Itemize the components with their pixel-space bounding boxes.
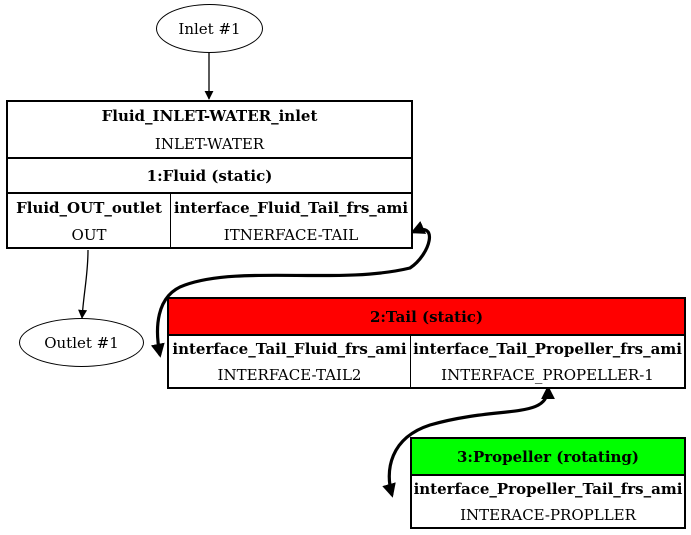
propeller-title: 3:Propeller (rotating)	[412, 439, 684, 474]
fluid-title: 1:Fluid (static)	[8, 157, 411, 192]
fluid-port-tail-name: interface_Fluid_Tail_frs_ami	[173, 198, 409, 217]
inlet-label: Inlet #1	[178, 19, 241, 38]
propeller-node: 3:Propeller (rotating) interface_Propell…	[410, 437, 686, 529]
tail-port-propeller-value: INTERFACE_PROPELLER-1	[441, 366, 654, 384]
tail-port-propeller-name: interface_Tail_Propeller_frs_ami	[413, 340, 682, 358]
fluid-port-out-value: OUT	[71, 225, 107, 244]
propeller-port-tail: interface_Propeller_Tail_frs_ami INTERAC…	[412, 474, 684, 529]
propeller-port-tail-name: interface_Propeller_Tail_frs_ami	[413, 480, 683, 498]
fluid-port-out: Fluid_OUT_outlet OUT	[8, 194, 170, 249]
fluid-ports-row: Fluid_OUT_outlet OUT interface_Fluid_Tai…	[8, 192, 411, 249]
tail-port-fluid-value: INTERFACE-TAIL2	[217, 366, 362, 384]
fluid-port-out-name: Fluid_OUT_outlet	[16, 198, 162, 217]
tail-port-fluid-name: interface_Tail_Fluid_frs_ami	[172, 340, 407, 358]
fluid-port-tail: interface_Fluid_Tail_frs_ami ITNERFACE-T…	[170, 194, 411, 249]
propeller-port-tail-value: INTERACE-PROPLLER	[460, 506, 636, 524]
fluid-header-name: Fluid_INLET-WATER_inlet	[101, 107, 318, 125]
outlet-label: Outlet #1	[44, 333, 119, 352]
edge-tail-propeller	[382, 385, 555, 498]
inlet-node: Inlet #1	[156, 4, 263, 53]
fluid-node: Fluid_INLET-WATER_inlet INLET-WATER 1:Fl…	[6, 100, 413, 249]
edge-fluid-outlet	[78, 249, 89, 319]
tail-title: 2:Tail (static)	[169, 299, 684, 334]
fluid-port-tail-value: ITNERFACE-TAIL	[223, 225, 359, 244]
tail-port-fluid: interface_Tail_Fluid_frs_ami INTERFACE-T…	[169, 336, 410, 389]
outlet-node: Outlet #1	[19, 318, 144, 367]
edge-fluid-tail	[150, 221, 431, 358]
tail-ports-row: interface_Tail_Fluid_frs_ami INTERFACE-T…	[169, 334, 684, 389]
fluid-header-value: INLET-WATER	[154, 134, 265, 153]
tail-port-propeller: interface_Tail_Propeller_frs_ami INTERFA…	[410, 336, 684, 389]
tail-node: 2:Tail (static) interface_Tail_Fluid_frs…	[167, 297, 686, 389]
